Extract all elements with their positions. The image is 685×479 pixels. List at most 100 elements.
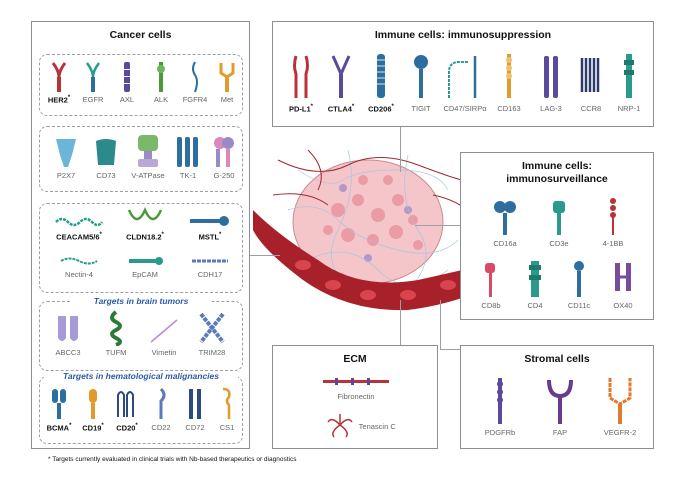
- cd4-icon: [529, 261, 541, 297]
- cdh17-icon: [192, 259, 228, 263]
- vegfr-2-icon: [608, 378, 632, 424]
- target-met: Met: [210, 61, 244, 104]
- tumor-illustration: [253, 149, 483, 311]
- connector-line: [440, 300, 441, 350]
- target-cd11c: CD11c: [557, 259, 601, 310]
- target-lag-3: LAG-3: [529, 52, 573, 113]
- target-cs1: CS1: [210, 387, 244, 432]
- target-alk: ALK: [144, 61, 178, 104]
- cd16a-icon: [494, 201, 516, 235]
- target-pd-l1: PD-L1*: [279, 52, 323, 114]
- g-250-icon: [214, 137, 234, 167]
- cancer-cells-panel: Cancer cells HER2* EGFR AXL ALK FGFR4 Me…: [31, 21, 250, 449]
- cd163-icon: [506, 54, 512, 98]
- immunosuppression-panel: Immune cells: immunosuppression PD-L1* C…: [272, 21, 654, 127]
- target-axl: AXL: [110, 61, 144, 104]
- cancer-group-adhesion: CEACAM5/6* CLDN18.2* MSTL* Nectin-4 EpCA…: [39, 203, 243, 293]
- target-bcma: BCMA*: [42, 387, 76, 433]
- alk-icon: [157, 62, 165, 92]
- target-4-1bb: 4-1BB: [591, 197, 635, 248]
- target-cldn182: CLDN18.2*: [114, 206, 176, 242]
- panel-title-line2: immunosurveillance: [506, 173, 608, 185]
- target-egfr: EGFR: [76, 61, 110, 104]
- 4-1bb-icon: [610, 198, 616, 235]
- mstl-icon: [190, 216, 229, 226]
- p2x7-icon: [56, 139, 76, 167]
- target-tk-1: TK-1: [170, 135, 206, 180]
- nectin-4-icon: [60, 257, 98, 265]
- target-p2x7: P2X7: [48, 137, 84, 180]
- fibronectin-icon: [323, 378, 389, 385]
- ecm-panel: ECM Fibronectin Tenascin C: [272, 345, 438, 449]
- target-ccr8: CCR8: [569, 52, 613, 113]
- target-ox40: OX40: [601, 259, 645, 310]
- panel-title: Immune cells: immunosuppression: [374, 29, 552, 41]
- target-cd8b: CD8b: [469, 259, 513, 310]
- target-abcc3: ABCC3: [48, 314, 88, 357]
- target-pdgfrb: PDGFRb: [475, 376, 525, 437]
- fap-icon: [547, 379, 573, 424]
- target-epcam: EpCAM: [114, 254, 176, 279]
- target-v-atpase: V-ATPase: [128, 133, 168, 180]
- connector-line: [415, 225, 460, 226]
- immunosurveillance-panel: Immune cells: immunosurveillance CD16a C…: [460, 152, 654, 320]
- target-cd19: CD19*: [76, 387, 110, 433]
- target-ctla4: CTLA4*: [319, 52, 363, 114]
- bcma-icon: [52, 389, 66, 419]
- ccr8-icon: [580, 58, 600, 92]
- target-trim28: TRIM28: [190, 310, 234, 357]
- cd206-icon: [377, 54, 385, 98]
- cd73-icon: [96, 139, 116, 165]
- tigit-icon: [414, 55, 428, 98]
- panel-title: Cancer cells: [109, 29, 172, 41]
- target-nectin-4: Nectin-4: [48, 254, 110, 279]
- target-vegfr-2: VEGFR-2: [593, 376, 647, 437]
- tufm-icon: [110, 310, 122, 346]
- cs1-icon: [222, 387, 231, 419]
- cd8b-icon: [485, 263, 495, 297]
- cd11c-icon: [574, 261, 584, 297]
- axl-icon: [124, 62, 130, 92]
- tk-1-icon: [177, 137, 198, 167]
- ox40-icon: [615, 263, 631, 291]
- abcc3-icon: [58, 316, 78, 341]
- panel-title: Stromal cells: [524, 353, 590, 365]
- panel-title: ECM: [343, 353, 367, 365]
- connector-line: [400, 300, 401, 345]
- target-cd3e: CD3e: [537, 197, 581, 248]
- vimetin-icon: [150, 319, 178, 343]
- cd72-icon: [189, 389, 201, 419]
- target-cd20: CD20*: [110, 387, 144, 433]
- trim28-icon: [199, 312, 225, 344]
- hematological-title: Targets in hematological malignancies: [44, 371, 238, 381]
- target-tenascin-c: Tenascin C: [311, 412, 411, 438]
- target-cd22: CD22: [144, 387, 178, 432]
- epcam-icon: [129, 257, 163, 265]
- target-cd4: CD4: [513, 259, 557, 310]
- target-cd206: CD206*: [359, 52, 403, 114]
- cd47-sirpa-icon: [448, 56, 477, 98]
- target-tigit: TIGIT: [399, 52, 443, 113]
- lag-3-icon: [544, 56, 558, 98]
- brain-tumor-group: Targets in brain tumors ABCC3 TUFM Vimet…: [39, 296, 243, 371]
- ctla4-icon: [331, 55, 351, 98]
- target-cd47-sirpa: CD47/SIRPα: [439, 52, 491, 113]
- target-cd73: CD73: [88, 137, 124, 180]
- target-fap: FAP: [535, 376, 585, 437]
- cancer-group-channels: P2X7 CD73 V-ATPase TK-1 G-250: [39, 126, 243, 192]
- cd3e-icon: [553, 201, 565, 235]
- connector-line: [250, 255, 280, 256]
- brain-tumor-title: Targets in brain tumors: [70, 296, 212, 306]
- hematological-group: Targets in hematological malignancies BC…: [39, 371, 244, 444]
- target-mstl: MSTL*: [180, 212, 240, 242]
- pdgfrb-icon: [497, 378, 503, 424]
- panel-title-line1: Immune cells:: [521, 160, 593, 172]
- target-ceacam56: CEACAM5/6*: [48, 212, 110, 242]
- target-fgfr4: FGFR4: [178, 61, 212, 104]
- target-cd16a: CD16a: [483, 197, 527, 248]
- target-cdh17: CDH17: [180, 254, 240, 279]
- ceacam56-icon: [55, 217, 104, 227]
- egfr-icon: [85, 62, 101, 92]
- target-cd72: CD72: [178, 387, 212, 432]
- connector-line: [440, 349, 460, 350]
